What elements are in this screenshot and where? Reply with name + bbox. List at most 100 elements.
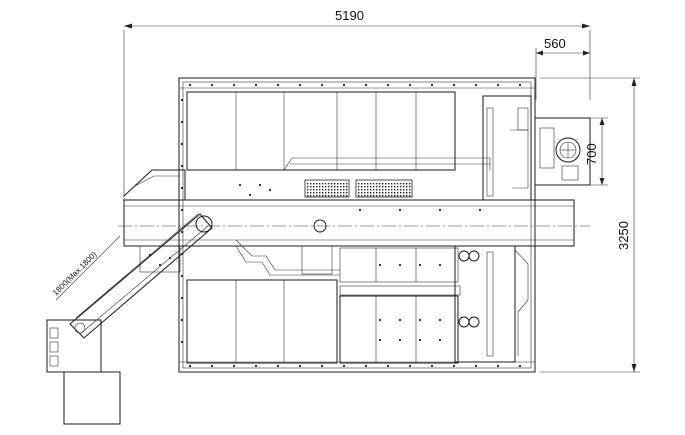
bolt	[180, 98, 184, 102]
inclined-conveyor: 1800(Max.1800)	[51, 213, 213, 339]
screen-hole	[364, 195, 366, 197]
bolt	[188, 83, 192, 87]
screen-hole	[307, 186, 309, 188]
screen-hole	[397, 189, 399, 191]
screen-hole	[331, 189, 333, 191]
dimension-module-width: 560	[535, 36, 590, 100]
bolt	[430, 83, 434, 87]
dimension-overall-length: 5190	[123, 8, 591, 200]
bolt	[238, 183, 242, 187]
screen-hole	[325, 195, 327, 197]
screen-hole	[367, 189, 369, 191]
screen-hole	[310, 186, 312, 188]
screen-hole	[397, 183, 399, 185]
bolt	[418, 318, 422, 322]
bolt	[398, 338, 402, 342]
central-beam	[118, 199, 590, 276]
screen-hole	[328, 186, 330, 188]
bolt	[438, 208, 442, 212]
screen-hole	[319, 189, 321, 191]
screen-hole	[346, 195, 348, 197]
screen-hole	[322, 195, 324, 197]
bolt	[496, 364, 500, 368]
frame-inner-outline	[182, 81, 532, 369]
upper-drive-rail	[486, 107, 494, 197]
screen-hole	[325, 183, 327, 185]
bolt	[418, 263, 422, 267]
screen-hole	[340, 192, 342, 194]
screen-hole	[403, 195, 405, 197]
screen-hole	[382, 192, 384, 194]
bolt	[298, 364, 302, 368]
screen-hole	[394, 189, 396, 191]
bolt	[474, 364, 478, 368]
lower-drive-roller-top	[468, 250, 480, 262]
beam-drop-guide	[235, 245, 340, 276]
bolt	[342, 83, 346, 87]
bolt	[148, 253, 152, 257]
screen-hole	[385, 189, 387, 191]
screen-hole	[382, 186, 384, 188]
bolt	[474, 83, 478, 87]
screen-hole	[313, 186, 315, 188]
bolt	[364, 364, 368, 368]
bolt	[452, 83, 456, 87]
screen-hole	[364, 183, 366, 185]
screen-hole	[319, 183, 321, 185]
screen-hole	[370, 183, 372, 185]
conveyor-head-pulley	[195, 215, 213, 233]
screen-hole	[307, 192, 309, 194]
screen-hole	[406, 195, 408, 197]
bolt	[452, 364, 456, 368]
bolt	[188, 364, 192, 368]
module-width-label: 560	[544, 36, 566, 51]
screen-hole	[340, 183, 342, 185]
screen-hole	[370, 189, 372, 191]
screen-hole	[373, 186, 375, 188]
screen-hole	[310, 183, 312, 185]
lower-drive-bracket	[514, 249, 529, 356]
bolt	[408, 83, 412, 87]
screen-hole	[358, 195, 360, 197]
bolt	[180, 208, 184, 212]
feed-slot	[49, 355, 59, 367]
screen-left	[304, 179, 350, 198]
screen-hole	[403, 189, 405, 191]
upper-drive-module	[482, 95, 591, 201]
screen-hole	[373, 183, 375, 185]
screen-hole	[391, 195, 393, 197]
screen-hole	[382, 195, 384, 197]
bolt	[398, 318, 402, 322]
bolt	[418, 338, 422, 342]
bolt	[180, 230, 184, 234]
screen-hole	[388, 195, 390, 197]
screen-hole	[313, 192, 315, 194]
screen-hole	[337, 195, 339, 197]
screen-hole	[325, 189, 327, 191]
conveyor-length-note: 1800(Max.1800)	[51, 250, 99, 298]
screen-hole	[373, 189, 375, 191]
fan-icon	[555, 137, 581, 163]
bolt	[438, 263, 442, 267]
screen-hole	[325, 192, 327, 194]
bolt	[180, 340, 184, 344]
bolt	[258, 183, 262, 187]
screen-hole	[370, 192, 372, 194]
screen-hole	[385, 186, 387, 188]
screen-hole	[406, 189, 408, 191]
lower-left-panels	[186, 279, 338, 364]
bolt	[276, 364, 280, 368]
control-panel-door	[539, 127, 555, 169]
feed-slot	[49, 327, 59, 339]
screen-hole	[397, 195, 399, 197]
beam-drop-guide-inner	[235, 239, 340, 271]
screen-hole	[358, 189, 360, 191]
bolt	[180, 186, 184, 190]
screen-hole	[319, 186, 321, 188]
screen-hole	[379, 183, 381, 185]
screen-hole	[346, 192, 348, 194]
screen-hole	[403, 186, 405, 188]
screen-hole	[397, 192, 399, 194]
